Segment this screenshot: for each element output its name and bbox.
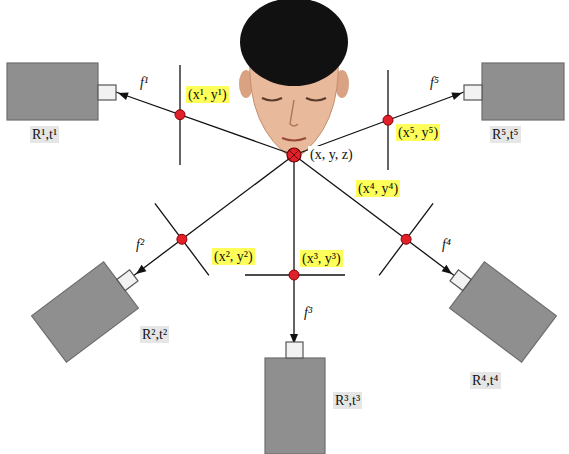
camera-node: R³,t³: [265, 342, 325, 454]
focal-length-label: f¹: [138, 74, 150, 91]
camera-lens: [464, 85, 482, 100]
camera-node: R¹,t¹: [7, 63, 116, 120]
focal-arrowheads: [118, 93, 462, 345]
nose: [290, 100, 298, 126]
camera-lens: [450, 270, 471, 291]
camera-body: [265, 358, 325, 454]
image-point-label: (x³, y³): [300, 250, 343, 267]
camera-pose-label: R³,t³: [333, 392, 362, 409]
focal-length-label: f³: [302, 304, 314, 321]
hair: [240, 0, 348, 86]
camera-lens: [117, 270, 138, 291]
camera-lens: [98, 85, 116, 100]
camera-shape: [31, 261, 139, 363]
mouth: [282, 138, 306, 141]
camera-lens: [286, 342, 303, 358]
camera-pose-label: R⁵,t⁵: [490, 126, 521, 143]
image-point-label: (x², y²): [212, 248, 255, 265]
image-point-label: (x¹, y¹): [186, 86, 229, 103]
camera-body: [32, 262, 139, 362]
camera-body: [450, 262, 557, 362]
focal-length-label: f⁵: [428, 74, 441, 91]
image-point-label: (x⁵, y⁵): [396, 124, 440, 141]
projection-rays: [116, 92, 464, 342]
camera-node: R⁵,t⁵: [464, 63, 564, 120]
image-points: [175, 110, 411, 280]
camera-body: [7, 63, 98, 120]
camera-pose-label: R¹,t¹: [30, 126, 59, 143]
camera-shape: [7, 63, 116, 120]
camera-shape: [449, 261, 557, 363]
camera-node: R⁴,t⁴: [449, 261, 557, 363]
camera-shape: [464, 63, 564, 120]
world-point: [287, 148, 301, 162]
focal-length-label: f²: [134, 236, 146, 253]
world-point-label: (x, y, z): [308, 146, 355, 163]
camera-node: R²,t²: [31, 261, 139, 363]
camera-pose-label: R⁴,t⁴: [470, 372, 501, 389]
camera-pose-label: R²,t²: [140, 326, 169, 343]
focal-length-label: f⁴: [440, 236, 453, 253]
camera-body: [482, 63, 564, 120]
camera-shape: [265, 342, 325, 454]
image-point-label: (x⁴, y⁴): [356, 180, 400, 197]
